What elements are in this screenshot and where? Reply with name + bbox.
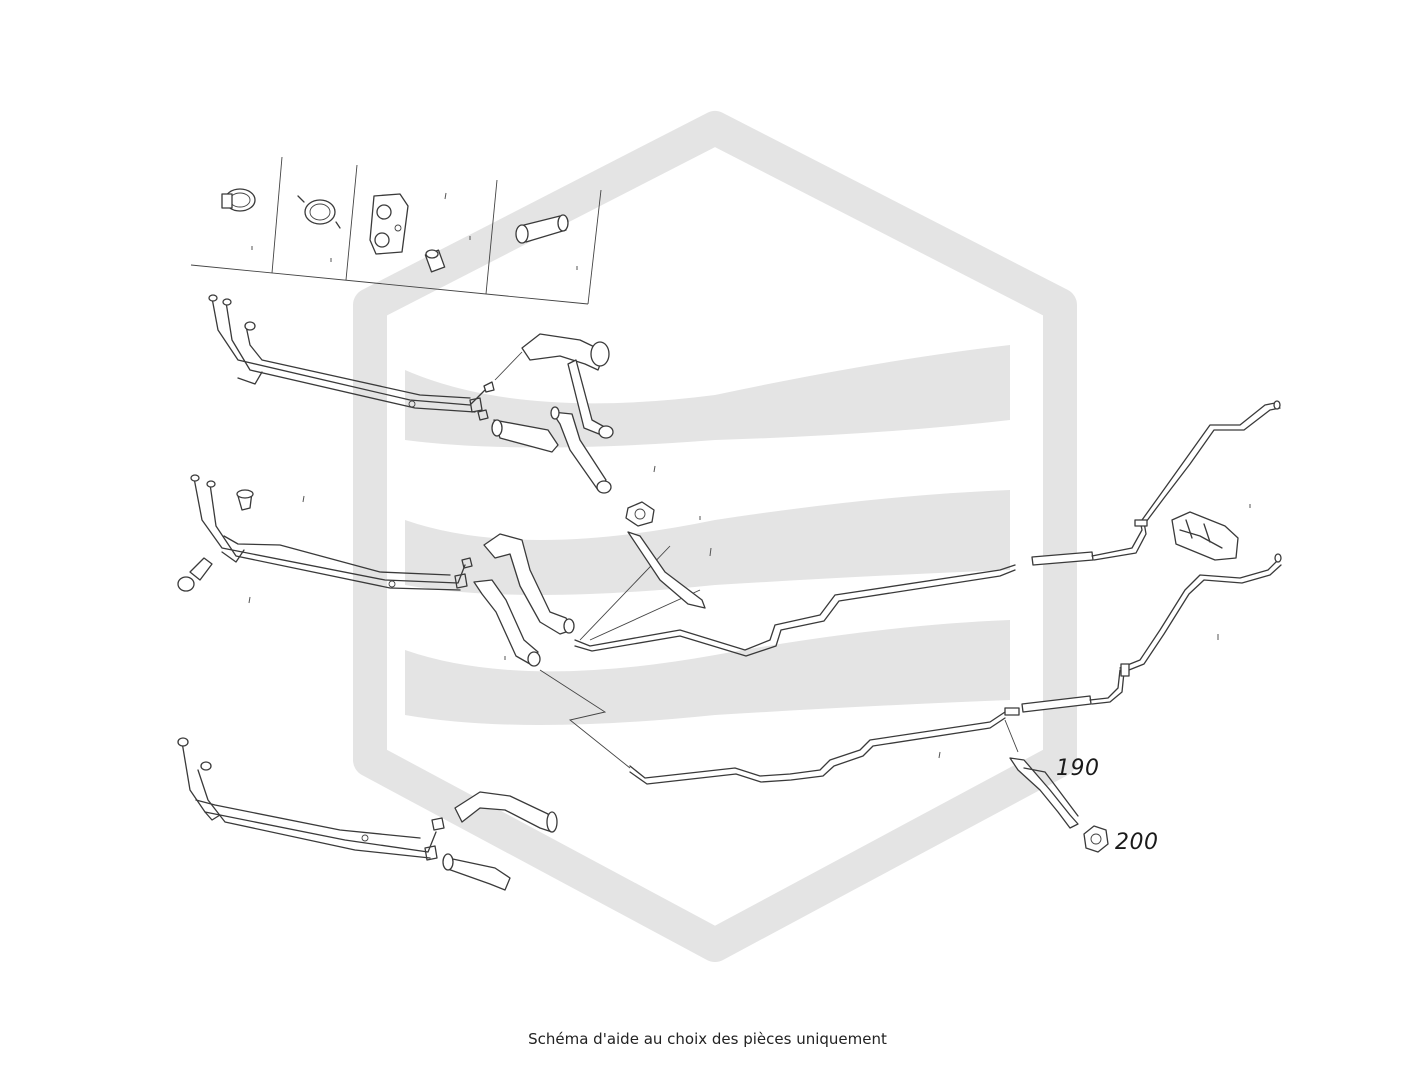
pipe-assembly-top bbox=[208, 294, 614, 494]
pipe-assembly-bottom bbox=[177, 737, 558, 891]
callout-190: 190 bbox=[1056, 756, 1100, 781]
watermark-band-middle bbox=[405, 490, 1010, 595]
nut-200 bbox=[1083, 825, 1109, 853]
small-parts-legend bbox=[190, 156, 602, 305]
bolt-icon bbox=[177, 557, 213, 592]
watermark-logo bbox=[353, 111, 1077, 962]
callout-200: 200 bbox=[1115, 830, 1159, 855]
watermark-hexagon bbox=[353, 111, 1077, 962]
bracket-190 bbox=[1009, 757, 1079, 829]
watermark-band-bottom bbox=[405, 620, 1010, 725]
pipe-clip bbox=[1171, 504, 1251, 640]
hose-clamp-icon bbox=[221, 188, 256, 212]
bolt-icon bbox=[424, 249, 446, 273]
pipe-assembly-middle bbox=[177, 474, 575, 667]
long-pipe-lower bbox=[539, 553, 1282, 785]
nut-icon bbox=[625, 501, 655, 527]
plug-icon bbox=[236, 489, 254, 511]
upper-bracket bbox=[625, 465, 712, 609]
watermark-band-top bbox=[405, 345, 1010, 448]
diagram-caption: Schéma d'aide au choix des pièces unique… bbox=[528, 1030, 887, 1048]
pipe-holder-icon bbox=[369, 193, 409, 255]
grommet-icon bbox=[515, 214, 569, 244]
spring-clamp-icon bbox=[297, 195, 341, 229]
